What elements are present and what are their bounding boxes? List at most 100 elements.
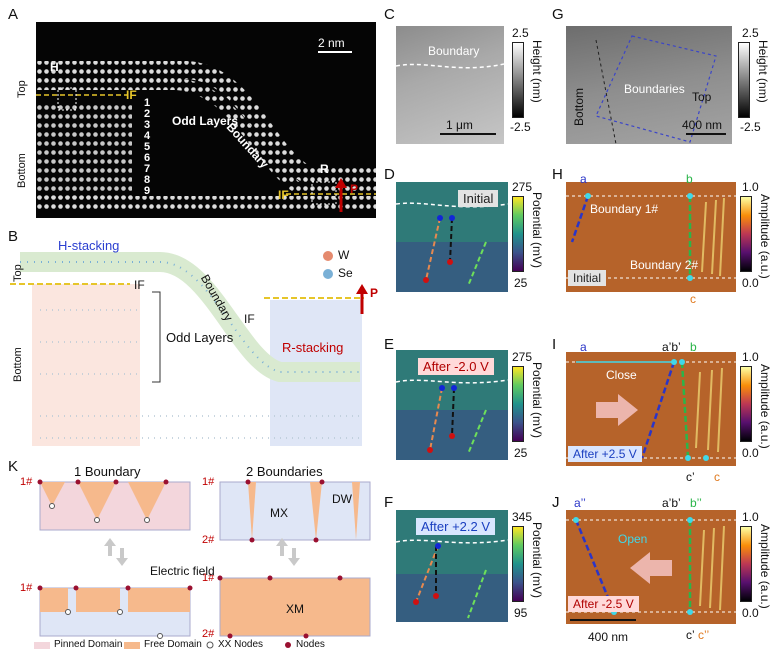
- afm-c-overlay: [396, 63, 504, 135]
- pfm-h-state-tag: Initial: [568, 270, 607, 286]
- stem-layer-number: 4: [144, 130, 151, 142]
- pfm-h-b-label: b: [686, 172, 693, 186]
- k-node-1-label-a: 1#: [20, 476, 33, 488]
- schematic-bottom-label: Bottom: [12, 347, 24, 382]
- k-dw-label: DW: [332, 492, 352, 506]
- k-node-1-label-b: 1#: [20, 582, 33, 594]
- kpfm-f-overlay: [396, 539, 508, 622]
- pfm-i-ab-label: a’b’: [662, 340, 681, 354]
- stem-layer-number: 8: [144, 174, 151, 186]
- pfm-i-a-label: a: [580, 340, 587, 354]
- stem-layer-number: 7: [144, 163, 151, 175]
- stem-odd-layers-label: Odd Layers: [172, 114, 239, 128]
- pfm-h-boundary2-label: Boundary 2#: [630, 258, 699, 272]
- k-legend-free: Free Domain: [144, 639, 202, 650]
- potential-cb-e-min: 25: [514, 446, 528, 460]
- panel-label-e: E: [384, 336, 395, 353]
- pfm-i-overlay: [566, 359, 736, 461]
- potential-cb-d-title: Potential (mV): [530, 192, 544, 269]
- pfm-j-scale-label: 400 nm: [588, 630, 629, 644]
- panel-label-k: K: [8, 458, 19, 475]
- r-stacking-label: R-stacking: [282, 340, 344, 355]
- potential-cb-d-max: 275: [512, 180, 533, 194]
- pfm-i-state-tag: After +2.5 V: [568, 446, 642, 462]
- amplitude-colorbar-i: [740, 366, 752, 442]
- height-colorbar-c: [512, 42, 524, 118]
- potential-cb-d-min: 25: [514, 276, 528, 290]
- stem-top-label: Top: [16, 80, 28, 98]
- kpfm-f-state-tag: After +2.2 V: [416, 518, 496, 535]
- pfm-i-close-label: Close: [606, 368, 637, 382]
- stem-layer-number: 3: [144, 119, 151, 131]
- pfm-i-b-label: b: [690, 340, 697, 354]
- pfm-j-state-tag: After -2.5 V: [568, 596, 639, 612]
- amplitude-colorbar-j: [740, 526, 752, 602]
- height-cb-g-min: -2.5: [740, 120, 761, 134]
- afm-c-boundary-label: Boundary: [428, 44, 480, 58]
- k-legend-xx-nodes: XX Nodes: [218, 639, 264, 650]
- k-xm-label: XM: [286, 602, 304, 616]
- amplitude-cb-j-max: 1.0: [742, 510, 759, 524]
- pfm-j-cprime-label: c’: [686, 628, 695, 642]
- amplitude-cb-i-max: 1.0: [742, 350, 759, 364]
- potential-cb-e-max: 275: [512, 350, 533, 364]
- potential-cb-f-max: 345: [512, 510, 533, 524]
- domain-diagram-drawing: [34, 479, 371, 649]
- potential-cb-f-min: 95: [514, 606, 528, 620]
- pfm-j-a2-label: a’’: [574, 496, 586, 510]
- h-stacking-label: H-stacking: [58, 238, 120, 253]
- schematic-top-label: Top: [12, 264, 24, 282]
- potential-colorbar-e: [512, 366, 524, 442]
- k-node-1-label-d: 1#: [202, 572, 215, 584]
- k-node-2-label-a: 2#: [202, 534, 215, 546]
- k-electric-field-label: Electric field: [150, 564, 215, 578]
- stem-p-label: P: [350, 182, 359, 196]
- schematic-if-left-label: IF: [134, 278, 145, 292]
- panel-label-b: B: [8, 228, 19, 245]
- potential-colorbar-f: [512, 526, 524, 602]
- panel-label-i: I: [552, 336, 557, 353]
- kpfm-after-pos2v-image: After +2.2 V: [396, 510, 508, 622]
- k-title-2-boundaries: 2 Boundaries: [246, 464, 323, 479]
- domain-switching-diagram: 1 Boundary 2 Boundaries 1# 1# 1# 2# 1# 2…: [10, 462, 390, 652]
- panel-label-j: J: [552, 494, 560, 511]
- pfm-after-neg2-5v-image: Open After -2.5 V: [566, 510, 736, 624]
- height-colorbar-g: [738, 42, 750, 118]
- pfm-h-a-label: a: [580, 172, 587, 186]
- height-cb-c-title: Height (nm): [530, 40, 544, 103]
- pfm-j-open-label: Open: [618, 532, 648, 546]
- stem-layer-number: 6: [144, 152, 151, 164]
- kpfm-after-neg2v-image: After -2.0 V: [396, 350, 508, 460]
- amplitude-cb-j-title: Amplitude (a.u.): [758, 524, 772, 609]
- schematic-odd-layers-label: Odd Layers: [166, 330, 234, 345]
- afm-c-scale-label: 1 μm: [446, 118, 473, 132]
- afm-g-overlay: [595, 35, 726, 144]
- stem-layer-number: 5: [144, 141, 151, 153]
- k-legend-pinned: Pinned Domain: [54, 639, 123, 650]
- w-legend-label: W: [338, 248, 350, 262]
- pfm-i-cprime-label: c’: [686, 470, 695, 484]
- stacking-schematic-drawing: [10, 251, 368, 446]
- kpfm-initial-image: Initial: [396, 182, 508, 292]
- k-node-1-label-c: 1#: [202, 476, 215, 488]
- panel-label-c: C: [384, 6, 395, 23]
- amplitude-cb-j-min: 0.0: [742, 606, 759, 620]
- stem-if-right-label: IF: [278, 188, 289, 202]
- panel-label-h: H: [552, 166, 563, 183]
- k-node-2-label-b: 2#: [202, 628, 215, 640]
- afm-g-bottom-label: Bottom: [572, 87, 586, 126]
- height-cb-c-max: 2.5: [512, 26, 529, 40]
- afm-height-image-c: Boundary 1 μm: [396, 26, 504, 144]
- potential-cb-e-title: Potential (mV): [530, 362, 544, 439]
- stem-if-left-label: IF: [126, 88, 137, 102]
- se-legend-label: Se: [338, 266, 353, 280]
- k-title-1-boundary: 1 Boundary: [74, 464, 141, 479]
- afm-height-image-g: Boundaries Top Bottom 400 nm: [566, 26, 732, 144]
- stem-r-label: R: [320, 162, 329, 176]
- amplitude-cb-i-min: 0.0: [742, 446, 759, 460]
- stem-bottom-label: Bottom: [16, 153, 28, 188]
- panel-label-d: D: [384, 166, 395, 183]
- kpfm-d-state-tag: Initial: [458, 190, 499, 207]
